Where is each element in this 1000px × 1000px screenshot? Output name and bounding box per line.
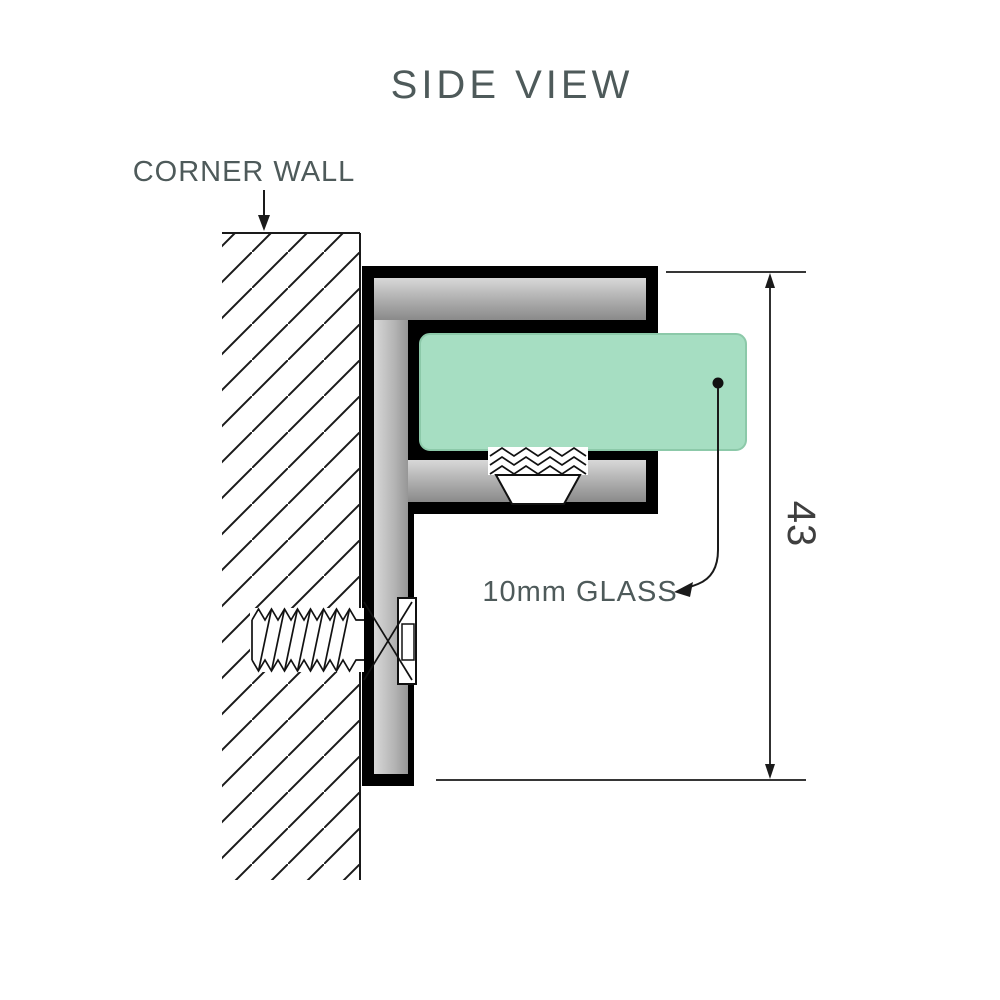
wall-screw-thread (296, 608, 312, 672)
arrow-up-icon (765, 273, 775, 288)
glass-callout: 10mm GLASS (482, 377, 724, 608)
grub-screw-thread-line (489, 455, 587, 467)
wall-screw-thread-bottom (251, 658, 364, 673)
grub-screw (488, 446, 588, 505)
bracket-spine (374, 278, 408, 774)
corner-wall-callout: CORNER WALL (133, 156, 356, 231)
wall-screw-thread (270, 608, 286, 672)
leader-arrow-icon (674, 582, 693, 597)
leader-dot (712, 377, 724, 389)
glass-panel (419, 333, 747, 451)
dimension-value: 43 (779, 501, 823, 548)
down-arrow-icon (258, 215, 270, 231)
wall-hatching (222, 233, 360, 880)
wall-screw (250, 597, 417, 685)
grub-screw-tip (494, 474, 582, 505)
leader-line (689, 388, 719, 588)
wall-screw-countersink-line (363, 601, 413, 681)
wall-screw-thread (335, 608, 351, 672)
wall-screw-thread (309, 608, 325, 672)
wall-screw-thread (283, 608, 299, 672)
wall (222, 232, 361, 880)
dimension-43: 43 (436, 271, 823, 781)
wall-screw-thread (257, 608, 273, 672)
wall-screw-drive-slot (401, 623, 415, 661)
grub-screw-thread-body (488, 447, 588, 475)
drawing-title: SIDE VIEW (391, 63, 634, 107)
arrow-down-icon (765, 764, 775, 779)
bracket-top-arm (374, 278, 646, 320)
corner-wall-label: CORNER WALL (133, 156, 356, 188)
glass-label: 10mm GLASS (482, 576, 677, 608)
wall-screw-thread (322, 608, 338, 672)
grub-screw-thread-line (489, 446, 587, 458)
